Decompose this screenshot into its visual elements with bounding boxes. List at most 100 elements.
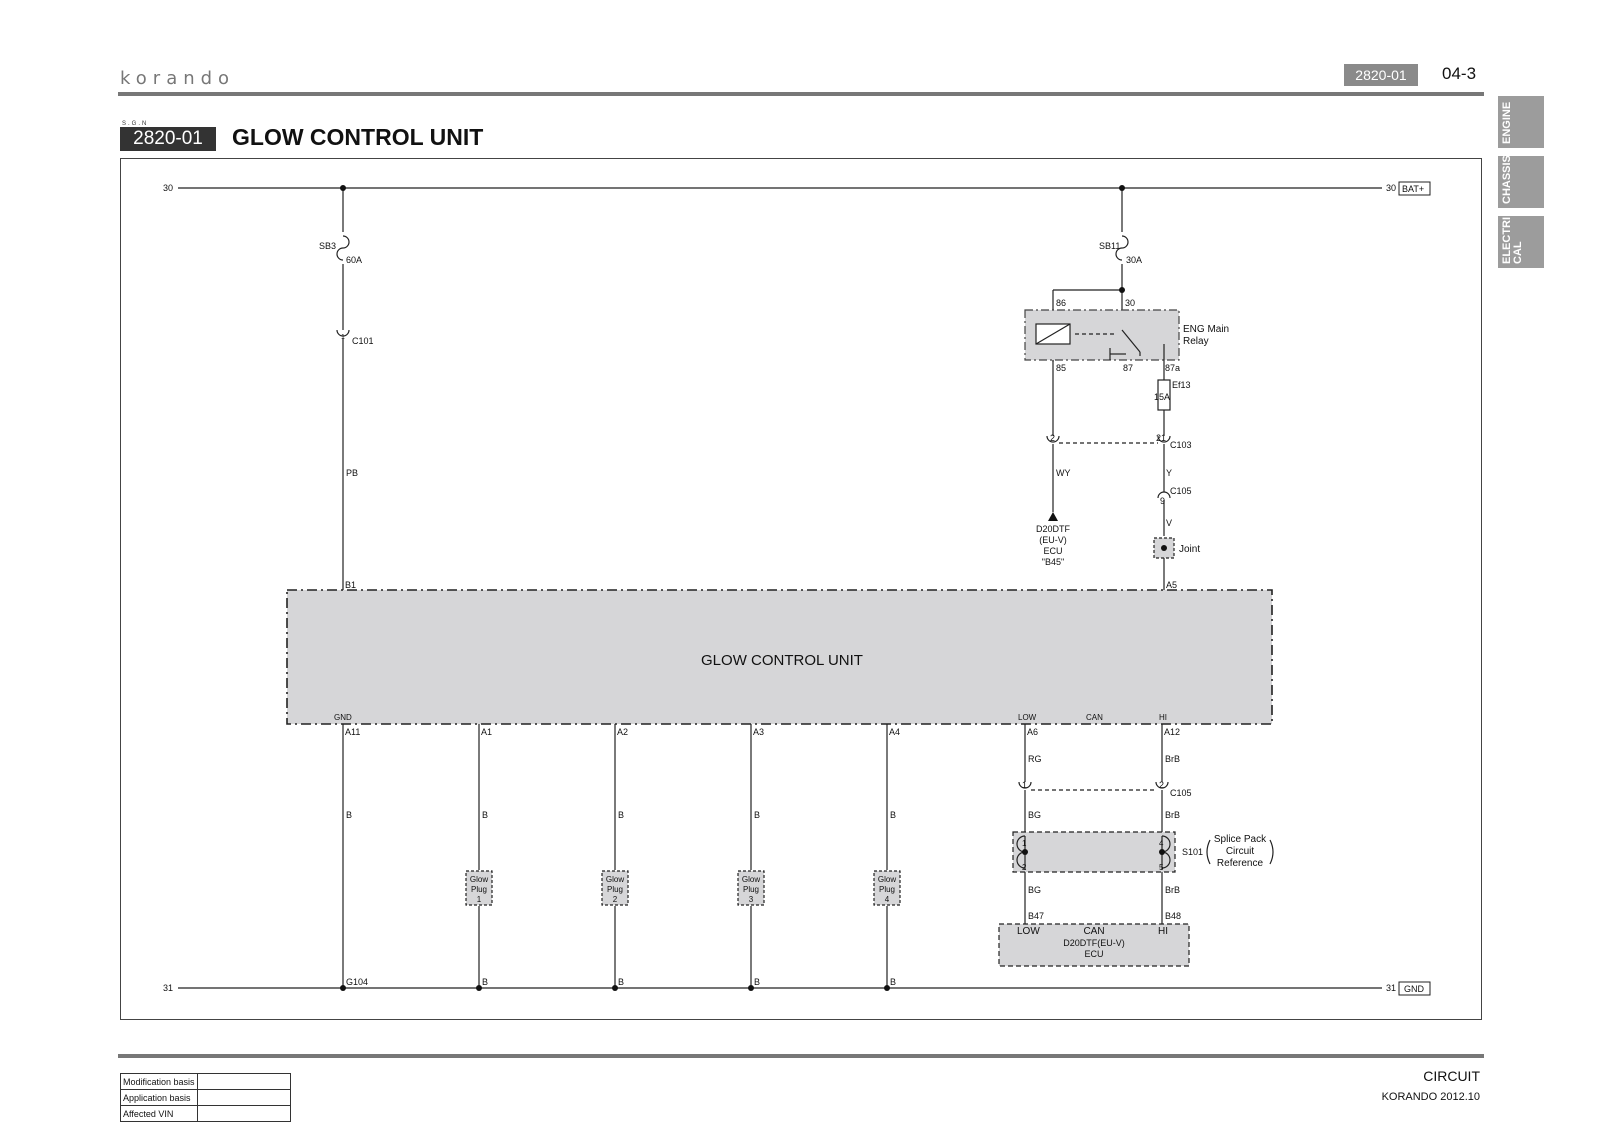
- c105-pin-top: 9: [1160, 496, 1165, 506]
- c105-pin-right: 2: [1159, 780, 1164, 790]
- pin-a11: A11: [345, 727, 360, 737]
- ecu-ref-1: D20DTF: [1036, 524, 1071, 534]
- bg-label-bottom: BG: [1028, 885, 1041, 895]
- splice-pin-2: 2: [1022, 863, 1027, 872]
- glow-plug-2: [601, 870, 629, 906]
- y-label: Y: [1166, 468, 1172, 478]
- a5-label: A5: [1166, 580, 1177, 590]
- sb3-label: SB3: [319, 241, 336, 251]
- bat-label: BAT+: [1402, 184, 1424, 194]
- relay-86: 86: [1056, 298, 1066, 308]
- pin-a1: A1: [481, 727, 492, 737]
- rail-bottom-left-label: 31: [163, 983, 173, 993]
- can-label: CAN: [1086, 713, 1103, 722]
- brand-logo: korando: [120, 68, 236, 89]
- ecu-ref-3: ECU: [1043, 546, 1062, 556]
- splice-pin-4: 4: [1159, 839, 1164, 848]
- splice-pin-1: 1: [1022, 839, 1027, 848]
- section-title: GLOW CONTROL UNIT: [232, 124, 484, 150]
- rail-bottom-right-label: 31: [1386, 983, 1396, 993]
- glow-plug-3-n: 3: [749, 895, 754, 904]
- c105-top-label: C105: [1170, 486, 1192, 496]
- splice-ref-1: Splice Pack: [1214, 834, 1267, 845]
- wire-b-1: B: [346, 810, 352, 820]
- sb11-label: SB11: [1099, 241, 1120, 251]
- gnd-b-1: B: [482, 977, 488, 987]
- c101-pin: 1: [341, 334, 345, 341]
- footer-rule: [118, 1054, 1484, 1058]
- glow-plug-4: [873, 870, 901, 906]
- glow-plug-4-n: 4: [885, 895, 890, 904]
- glow-plug-1: [465, 870, 493, 906]
- fuse-sb3: [336, 235, 350, 261]
- wire-b-5: B: [890, 810, 896, 820]
- ecu-ref-4: "B45": [1042, 557, 1064, 567]
- wire-b-3: B: [618, 810, 624, 820]
- pin-a3: A3: [753, 727, 764, 737]
- wire-b-2: B: [482, 810, 488, 820]
- hi-label: HI: [1159, 713, 1167, 722]
- ecu-box: [998, 923, 1190, 967]
- brb-label-top: BrB: [1165, 754, 1180, 764]
- g104-label: G104: [346, 977, 368, 987]
- glow-plug-2-l1: Glow: [606, 875, 624, 884]
- glow-plug-1-n: 1: [477, 895, 482, 904]
- low-label: LOW: [1018, 713, 1037, 722]
- ecu-ref-2: (EU-V): [1039, 535, 1067, 545]
- c103-pin-right: 21: [1156, 433, 1166, 443]
- basis-row: Affected VIN: [120, 1105, 291, 1122]
- tab-chassis[interactable]: CHASSIS: [1498, 155, 1544, 208]
- gcu-name: GLOW CONTROL UNIT: [701, 652, 863, 669]
- splice-pack-s101: [1012, 831, 1176, 873]
- joint-label: Joint: [1179, 544, 1200, 555]
- b1-label: B1: [345, 580, 356, 590]
- relay-name-1: ENG Main: [1183, 324, 1229, 335]
- ecu-name-2: ECU: [1084, 949, 1103, 959]
- ecu-can: CAN: [1083, 926, 1104, 937]
- relay-87a: 87a: [1165, 363, 1180, 373]
- c105-pin-left: 1: [1022, 780, 1027, 790]
- gnd-pin-label: GND: [334, 713, 352, 722]
- tab-engine[interactable]: ENGINE: [1498, 96, 1544, 148]
- glow-plug-2-n: 2: [613, 895, 618, 904]
- b48-label: B48: [1165, 911, 1181, 921]
- rail-top-left-label: 30: [163, 183, 173, 193]
- glow-plug-3: [737, 870, 765, 906]
- gnd-b-4: B: [890, 977, 896, 987]
- relay-name-2: Relay: [1183, 336, 1209, 347]
- tab-electrical[interactable]: ELECTRI CAL: [1498, 216, 1544, 268]
- pb-label: PB: [346, 468, 358, 478]
- rg-label: RG: [1028, 754, 1042, 764]
- sb3-rating: 60A: [346, 255, 362, 265]
- brb-label-mid: BrB: [1165, 810, 1180, 820]
- c103-pin-left: 2: [1050, 433, 1055, 443]
- page-number: 04-3: [1442, 64, 1477, 83]
- relay-85: 85: [1056, 363, 1066, 373]
- relay-30: 30: [1125, 298, 1135, 308]
- fuse-sb11: [1115, 235, 1129, 261]
- c103-label: C103: [1170, 440, 1192, 450]
- pin-a12: A12: [1164, 727, 1180, 737]
- wy-label: WY: [1056, 468, 1071, 478]
- rail-top-right-label: 30: [1386, 183, 1396, 193]
- basis-row: Application basis: [120, 1089, 291, 1106]
- basis-row: Modification basis: [120, 1073, 291, 1090]
- section-code: 2820-01: [120, 127, 216, 151]
- brb-label-bottom: BrB: [1165, 885, 1180, 895]
- splice-ref-3: Reference: [1217, 858, 1264, 869]
- glow-plug-4-l2: Plug: [879, 885, 895, 894]
- ef13-rating: 15A: [1154, 392, 1170, 402]
- relay-87: 87: [1123, 363, 1133, 373]
- glow-control-unit-box: [286, 589, 1273, 725]
- ecu-ref-arrow: [1048, 512, 1058, 521]
- s101-label: S101: [1182, 847, 1203, 857]
- pin-a2: A2: [617, 727, 628, 737]
- b47-label: B47: [1028, 911, 1044, 921]
- basis-table: Modification basis Application basis Aff…: [120, 1073, 291, 1122]
- ef13-label: Ef13: [1172, 380, 1191, 390]
- splice-pin-5: 5: [1159, 863, 1164, 872]
- glow-plug-3-l1: Glow: [742, 875, 760, 884]
- glow-plug-4-l1: Glow: [878, 875, 896, 884]
- c101-label: C101: [352, 336, 374, 346]
